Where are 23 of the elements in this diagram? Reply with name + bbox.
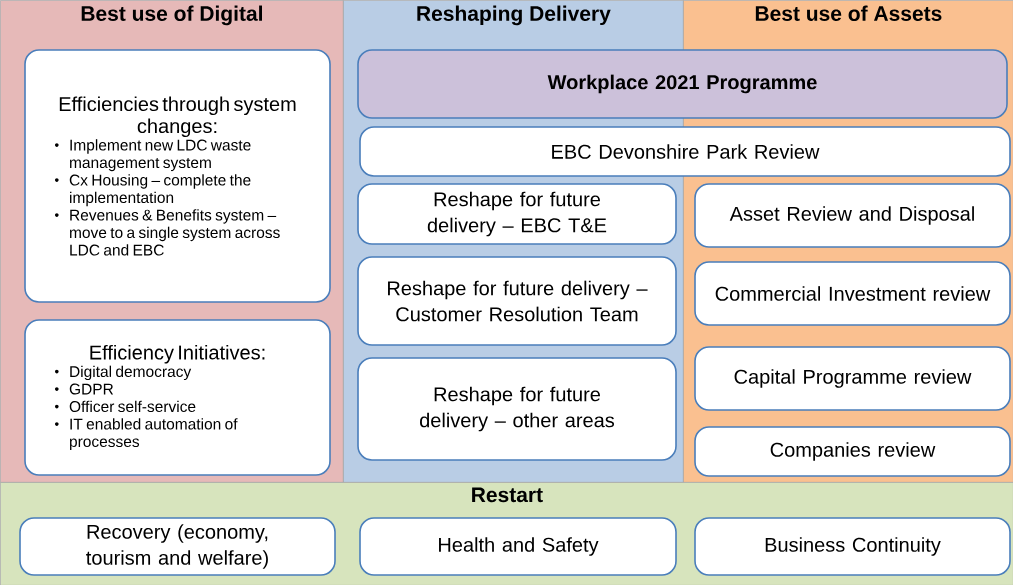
bullet-item: Revenues & Benefits system – move to a single system across LDC and EBC [55,209,280,256]
bullet-item: Officer self-service [55,400,196,413]
bullet-item: Implement new LDC waste management system [55,139,251,172]
text-box: Business Continuity [694,517,1011,576]
title-box: Workplace 2021 Programme [357,49,1008,119]
list-heading: Efficiencies through system changes: [59,96,296,138]
text-box: Asset Review and Disposal [694,183,1011,248]
text-box: Reshape for future delivery – EBC T&E [357,183,677,245]
list-heading: Efficiency Initiatives: [90,344,265,364]
bullet-list-box [24,319,331,476]
text-box: Capital Programme review [694,346,1011,411]
bullet-list-box [24,49,331,303]
text-box: Health and Safety [359,517,677,576]
text-box: Reshape for future delivery – Customer Resolution Team [357,256,677,346]
text-box: EBC Devonshire Park Review [359,126,1011,177]
bullet-item: Digital democracy [55,365,192,381]
text-box: Companies review [694,426,1011,477]
bullet-item: Cx Housing – complete the implementation [55,174,251,207]
bullet-item: GDPR [55,383,114,395]
bullet-item: IT enabled automation of processes [55,418,238,451]
text-box: Reshape for future delivery – other areas [357,357,677,461]
text-box: Commercial Investment review [694,261,1011,326]
text-box: Recovery (economy, tourism and welfare) [19,517,336,576]
